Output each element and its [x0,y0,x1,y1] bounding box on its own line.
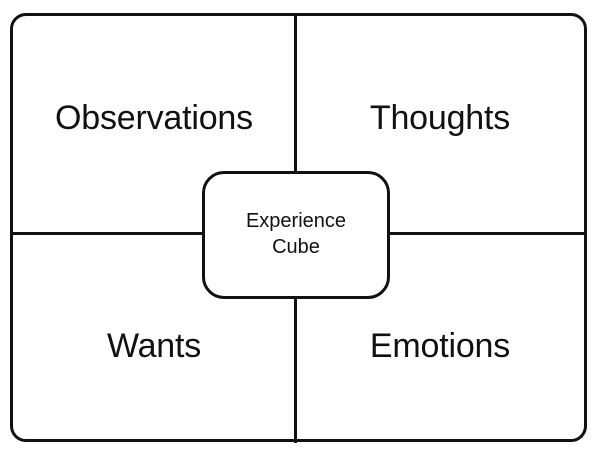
divider-vertical-bottom [294,297,297,443]
divider-vertical-top [294,13,297,173]
quadrant-label-observations: Observations [55,99,253,138]
divider-horizontal-left [10,232,204,235]
quadrant-label-wants: Wants [106,327,202,366]
center-node-experience-cube: Experience Cube [202,171,390,299]
quadrant-emotions: Emotions [297,318,583,376]
quadrant-observations: Observations [14,90,294,148]
center-node-label-line-2: Cube [272,236,320,258]
center-node-label-line-1: Experience [245,210,347,233]
quadrant-wants: Wants [14,318,294,376]
divider-horizontal-right [387,232,587,235]
quadrant-label-thoughts: Thoughts [369,99,511,138]
quadrant-thoughts: Thoughts [297,90,583,148]
quadrant-label-emotions: Emotions [369,327,511,366]
